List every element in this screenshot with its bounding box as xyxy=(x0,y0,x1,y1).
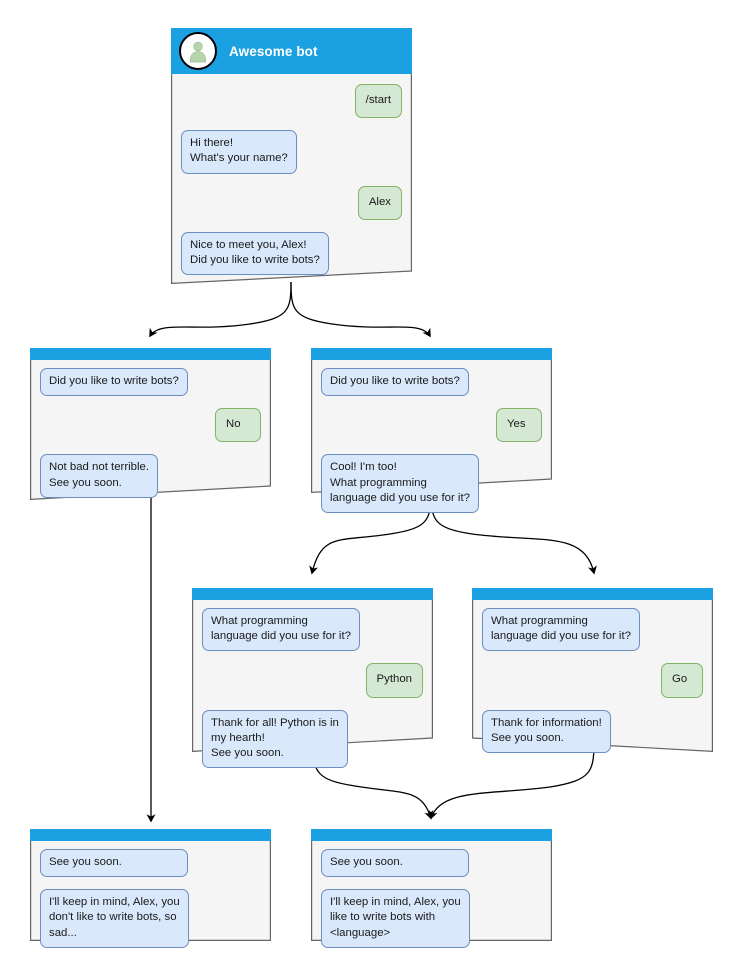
edge-root-to-yes xyxy=(290,281,431,338)
user-message-bubble[interactable]: Python xyxy=(365,663,423,698)
message-row: Nice to meet you, Alex! Did you like to … xyxy=(181,231,402,276)
message-row: /start xyxy=(181,84,402,119)
node-no-branch[interactable]: Did you like to write bots? No Not bad n… xyxy=(30,348,271,500)
node-python-branch-header xyxy=(192,588,433,600)
node-end-happy-chat: See you soon. I'll keep in mind, Alex, y… xyxy=(311,841,552,948)
user-message-bubble[interactable]: Alex xyxy=(357,185,402,220)
node-python-branch-chat: What programming language did you use fo… xyxy=(192,600,433,769)
node-go-branch[interactable]: What programming language did you use fo… xyxy=(472,588,713,754)
node-root[interactable]: Awesome bot /start Hi there! What's your… xyxy=(171,28,412,284)
edge-root-to-no xyxy=(149,281,292,338)
message-row: Did you like to write bots? xyxy=(321,368,542,397)
message-row: I'll keep in mind, Alex, you don't like … xyxy=(40,889,261,948)
node-end-happy[interactable]: See you soon. I'll keep in mind, Alex, y… xyxy=(311,829,552,948)
message-row: No xyxy=(40,408,261,443)
node-yes-branch-chat: Did you like to write bots? Yes Cool! I'… xyxy=(311,360,552,514)
user-message-bubble[interactable]: No xyxy=(215,408,261,443)
user-message-bubble[interactable]: Yes xyxy=(496,408,542,443)
bot-message-bubble[interactable]: What programming language did you use fo… xyxy=(202,608,360,652)
node-root-chat: /start Hi there! What's your name? Alex … xyxy=(171,74,412,276)
message-row: See you soon. xyxy=(321,849,542,878)
bot-message-bubble[interactable]: Hi there! What's your name? xyxy=(181,130,297,174)
node-end-sad-header xyxy=(30,829,271,841)
message-row: What programming language did you use fo… xyxy=(202,608,423,652)
message-row: See you soon. xyxy=(40,849,261,878)
message-row: Alex xyxy=(181,185,402,220)
node-yes-branch-header xyxy=(311,348,552,360)
node-python-branch[interactable]: What programming language did you use fo… xyxy=(192,588,433,769)
user-message-bubble[interactable]: /start xyxy=(354,84,402,119)
bot-message-bubble[interactable]: Did you like to write bots? xyxy=(321,368,469,397)
bot-message-bubble[interactable]: See you soon. xyxy=(40,849,188,878)
node-go-branch-header xyxy=(472,588,713,600)
node-go-branch-chat: What programming language did you use fo… xyxy=(472,600,713,754)
message-row: Did you like to write bots? xyxy=(40,368,261,397)
message-row: I'll keep in mind, Alex, you like to wri… xyxy=(321,889,542,948)
bot-message-bubble[interactable]: Not bad not terrible. See you soon. xyxy=(40,454,159,498)
bot-message-bubble[interactable]: Thank for all! Python is in my hearth! S… xyxy=(202,709,348,769)
bot-message-bubble[interactable]: See you soon. xyxy=(321,849,469,878)
node-no-branch-header xyxy=(30,348,271,360)
node-end-happy-header xyxy=(311,829,552,841)
user-message-bubble[interactable]: Go xyxy=(661,663,703,698)
message-row: What programming language did you use fo… xyxy=(482,608,703,652)
message-row: Hi there! What's your name? xyxy=(181,130,402,174)
bot-message-bubble[interactable]: What programming language did you use fo… xyxy=(482,608,640,652)
message-row: Not bad not terrible. See you soon. xyxy=(40,454,261,498)
node-root-title: Awesome bot xyxy=(229,43,318,59)
node-end-sad-chat: See you soon. I'll keep in mind, Alex, y… xyxy=(30,841,271,948)
bot-message-bubble[interactable]: I'll keep in mind, Alex, you like to wri… xyxy=(321,889,470,948)
bot-message-bubble[interactable]: Cool! I'm too! What programming language… xyxy=(321,454,479,514)
person-icon xyxy=(179,32,217,70)
message-row: Yes xyxy=(321,408,542,443)
bot-message-bubble[interactable]: Nice to meet you, Alex! Did you like to … xyxy=(181,231,329,276)
node-end-sad[interactable]: See you soon. I'll keep in mind, Alex, y… xyxy=(30,829,271,948)
message-row: Cool! I'm too! What programming language… xyxy=(321,454,542,514)
bot-message-bubble[interactable]: I'll keep in mind, Alex, you don't like … xyxy=(40,889,189,948)
message-row: Thank for information! See you soon. xyxy=(482,709,703,754)
bot-message-bubble[interactable]: Thank for information! See you soon. xyxy=(482,709,611,754)
message-row: Thank for all! Python is in my hearth! S… xyxy=(202,709,423,769)
node-root-header: Awesome bot xyxy=(171,28,412,74)
message-row: Python xyxy=(202,663,423,698)
message-row: Go xyxy=(482,663,703,698)
bot-message-bubble[interactable]: Did you like to write bots? xyxy=(40,368,188,397)
node-yes-branch[interactable]: Did you like to write bots? Yes Cool! I'… xyxy=(311,348,552,514)
node-no-branch-chat: Did you like to write bots? No Not bad n… xyxy=(30,360,271,498)
